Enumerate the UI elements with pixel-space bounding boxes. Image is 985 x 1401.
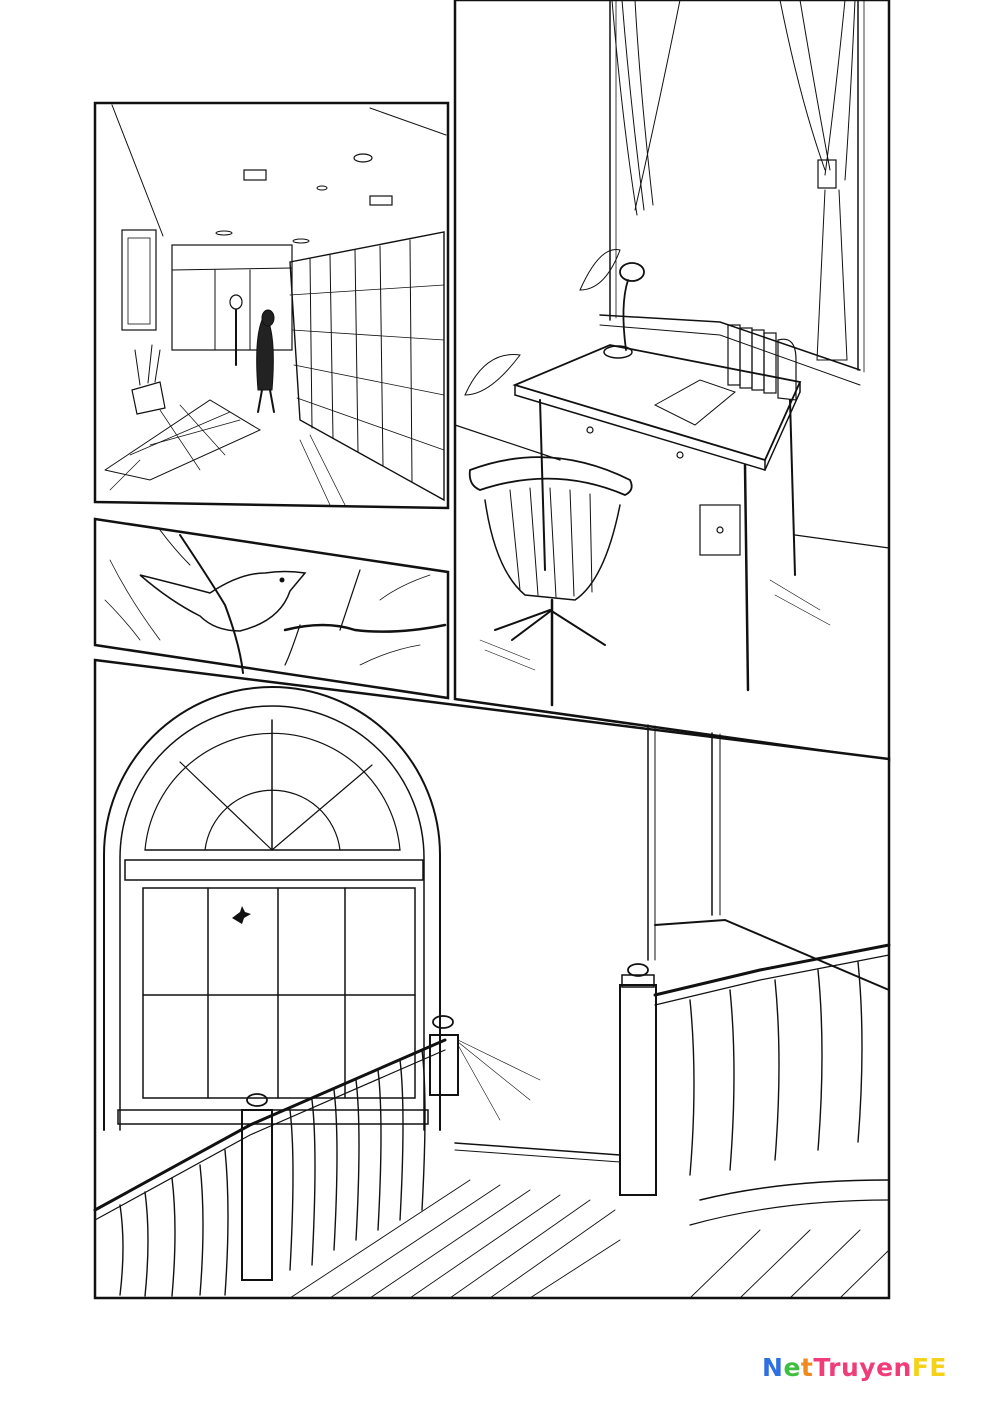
- watermark-part-t: t: [800, 1353, 814, 1382]
- watermark-part-e: e: [783, 1353, 801, 1382]
- panel-locker-hall: [93, 101, 450, 510]
- panel-bird: [93, 517, 450, 700]
- watermark-part-fe: FE: [911, 1353, 947, 1382]
- panel-staircase: [93, 658, 891, 1300]
- panel-desk-room: [453, 0, 891, 762]
- watermark-part-n: N: [762, 1353, 784, 1382]
- watermark-part-truyen: Truyen: [813, 1353, 912, 1382]
- watermark-logo: NetTruyenFE: [762, 1355, 947, 1380]
